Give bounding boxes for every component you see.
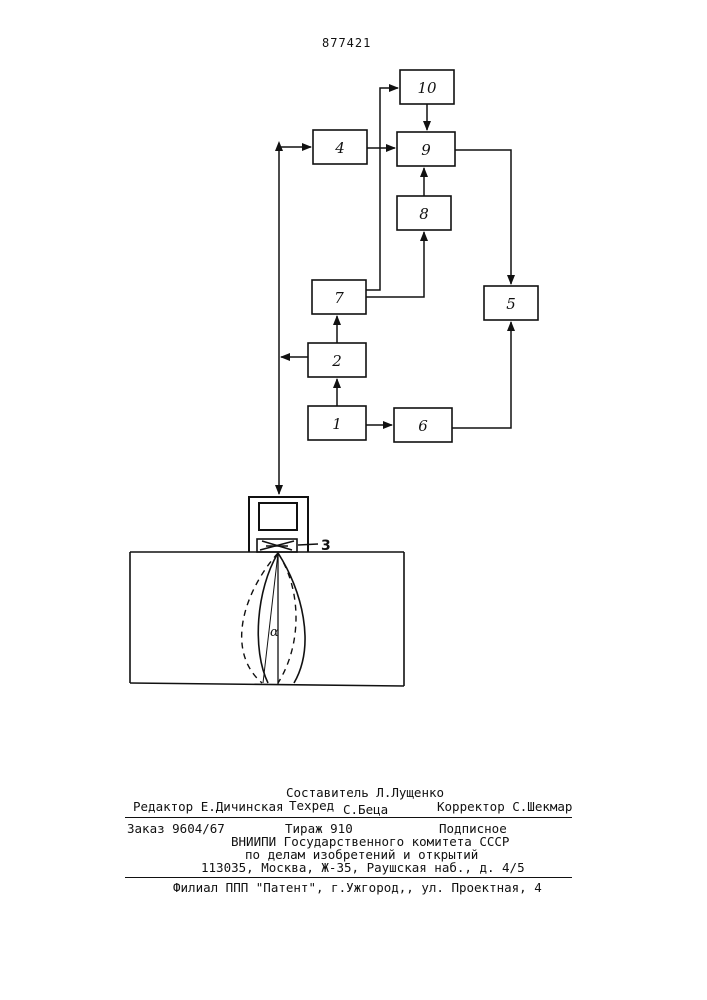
address-line: 113035, Москва, Ж-35, Раушская наб., д. … bbox=[201, 862, 525, 875]
svg-text:1: 1 bbox=[332, 415, 342, 433]
svg-text:6: 6 bbox=[418, 417, 428, 435]
techred-text: Техред bbox=[289, 800, 334, 813]
svg-text:2: 2 bbox=[331, 352, 342, 370]
block-4: 4 bbox=[313, 130, 367, 164]
angle-alpha: α bbox=[270, 625, 279, 640]
block-2: 2 bbox=[308, 343, 366, 377]
divider-2 bbox=[125, 877, 572, 878]
corrector-text: Корректор С.Шекмар bbox=[437, 801, 572, 814]
svg-text:5: 5 bbox=[506, 295, 516, 313]
order-text: Заказ 9604/67 bbox=[127, 823, 225, 836]
svg-text:7: 7 bbox=[334, 289, 344, 307]
editor-text: Редактор Е.Дичинская bbox=[133, 801, 284, 814]
transducer: 3 bbox=[249, 497, 331, 554]
techred-name: С.Беца bbox=[343, 804, 388, 817]
block-5: 5 bbox=[484, 286, 538, 320]
beam-pattern: α bbox=[242, 553, 305, 684]
test-object bbox=[130, 552, 404, 686]
svg-text:10: 10 bbox=[417, 79, 437, 97]
divider-1 bbox=[125, 817, 572, 818]
block-7: 7 bbox=[312, 280, 366, 314]
block-8: 8 bbox=[397, 196, 451, 230]
block-1: 1 bbox=[308, 406, 366, 440]
svg-text:4: 4 bbox=[334, 139, 345, 157]
svg-text:9: 9 bbox=[421, 141, 431, 159]
block-10: 10 bbox=[400, 70, 454, 104]
svg-text:8: 8 bbox=[419, 205, 429, 223]
branch-line: Филиал ППП "Патент", г.Ужгород,, ул. Про… bbox=[173, 882, 542, 895]
block-6: 6 bbox=[394, 408, 452, 442]
block-9: 9 bbox=[397, 132, 455, 166]
